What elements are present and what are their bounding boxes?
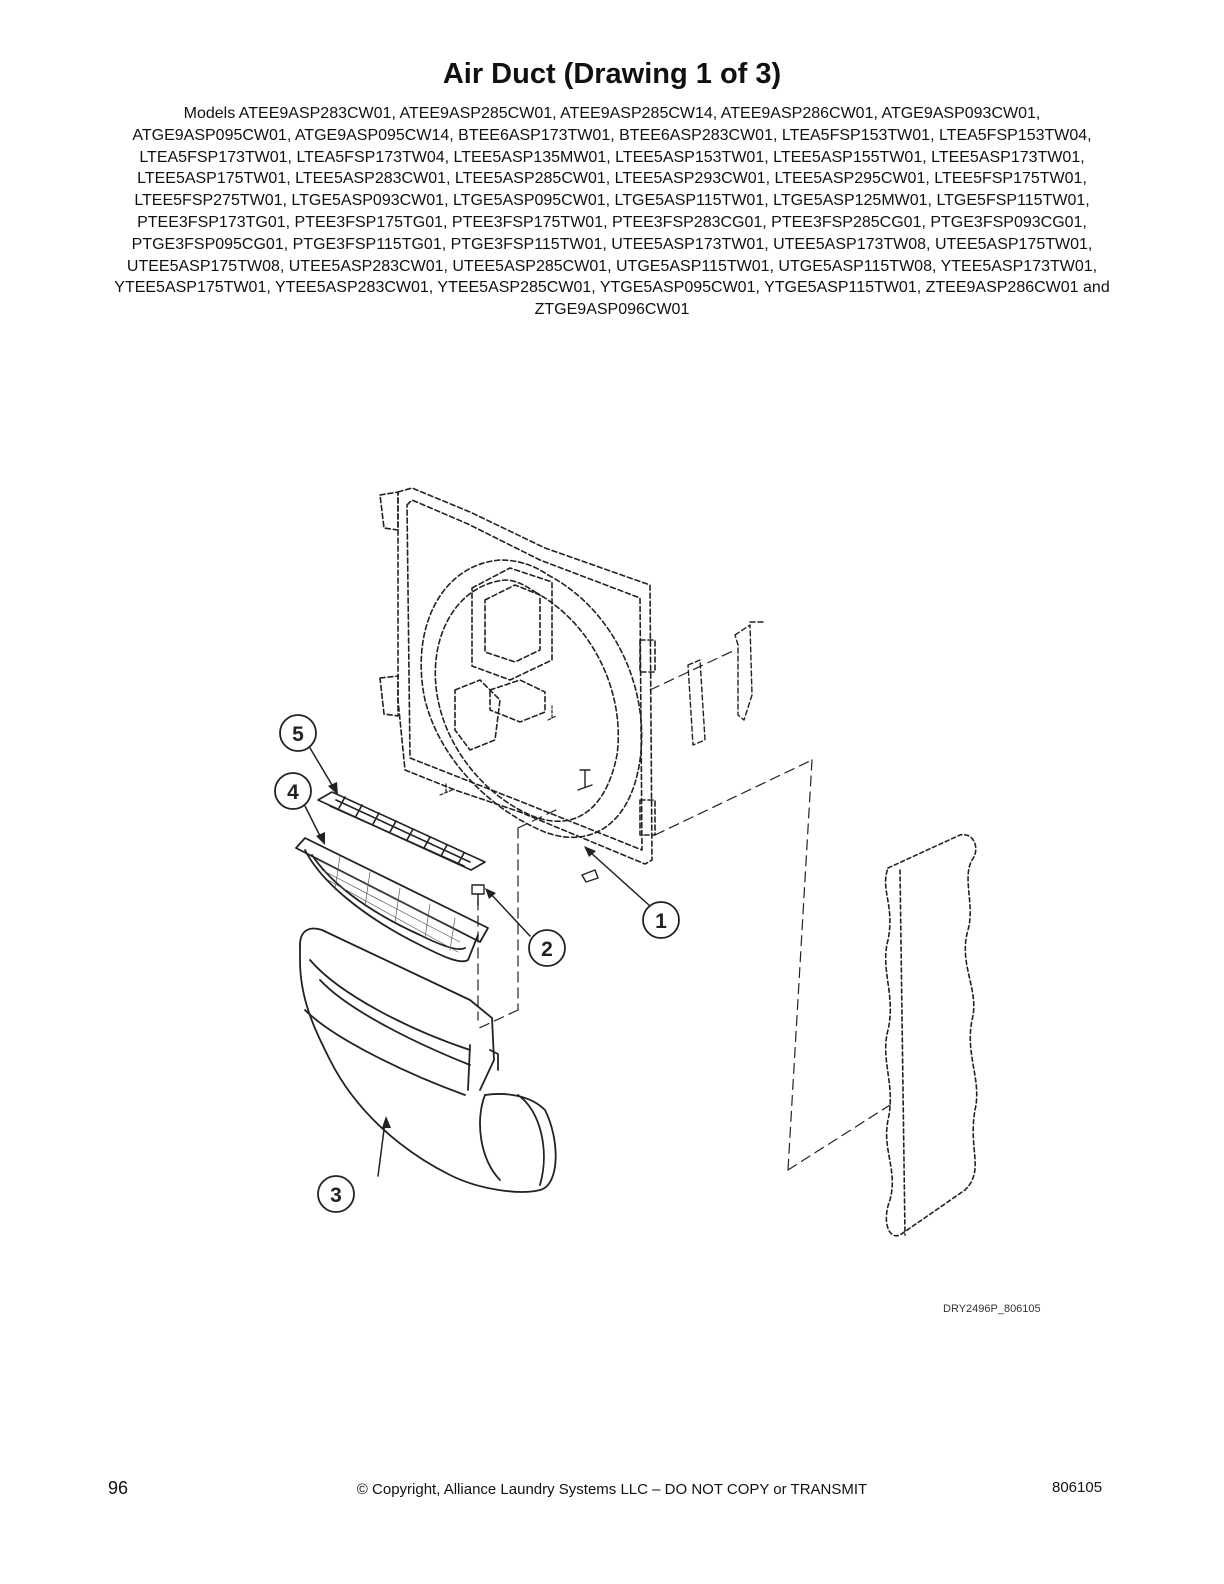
callout-circle-2 bbox=[528, 929, 566, 967]
bulkhead-screws bbox=[439, 705, 557, 796]
drawing-code: DRY2496P_806105 bbox=[943, 1303, 1041, 1315]
page-title: Air Duct (Drawing 1 of 3) bbox=[442, 58, 782, 90]
page-number: 96 bbox=[108, 1478, 129, 1498]
callout-circle-4 bbox=[274, 772, 312, 810]
callout-circles bbox=[274, 714, 680, 1213]
callout-label-4: 4 bbox=[287, 781, 299, 804]
callout-circle-5 bbox=[279, 714, 317, 752]
exploded-parts-diagram: 1 2 3 4 5 bbox=[274, 487, 978, 1237]
callout-arrowheads bbox=[316, 782, 596, 1128]
callout-circle-1 bbox=[642, 901, 680, 939]
lint-filter-housing bbox=[295, 837, 489, 963]
callout-leaders bbox=[304, 747, 651, 1177]
side-panel bbox=[884, 834, 978, 1237]
callout-label-2: 2 bbox=[541, 938, 553, 961]
callout-label-3: 3 bbox=[330, 1184, 342, 1207]
copyright-notice: © Copyright, Alliance Laundry Systems LL… bbox=[356, 1481, 868, 1498]
duct-brackets bbox=[687, 621, 767, 746]
air-duct bbox=[299, 927, 557, 1193]
screw-1 bbox=[577, 769, 599, 883]
alignment-lines bbox=[474, 649, 891, 1171]
callout-circle-3 bbox=[317, 1175, 355, 1213]
callout-label-1: 1 bbox=[655, 910, 667, 933]
callout-label-5: 5 bbox=[292, 723, 304, 746]
document-number: 806105 bbox=[1052, 1479, 1103, 1496]
bulkhead-panel bbox=[379, 487, 656, 865]
lint-screen-grille bbox=[317, 791, 486, 871]
model-list: Models ATEE9ASP283CW01, ATEE9ASP285CW01,… bbox=[114, 105, 1110, 319]
screw-2 bbox=[471, 884, 485, 906]
